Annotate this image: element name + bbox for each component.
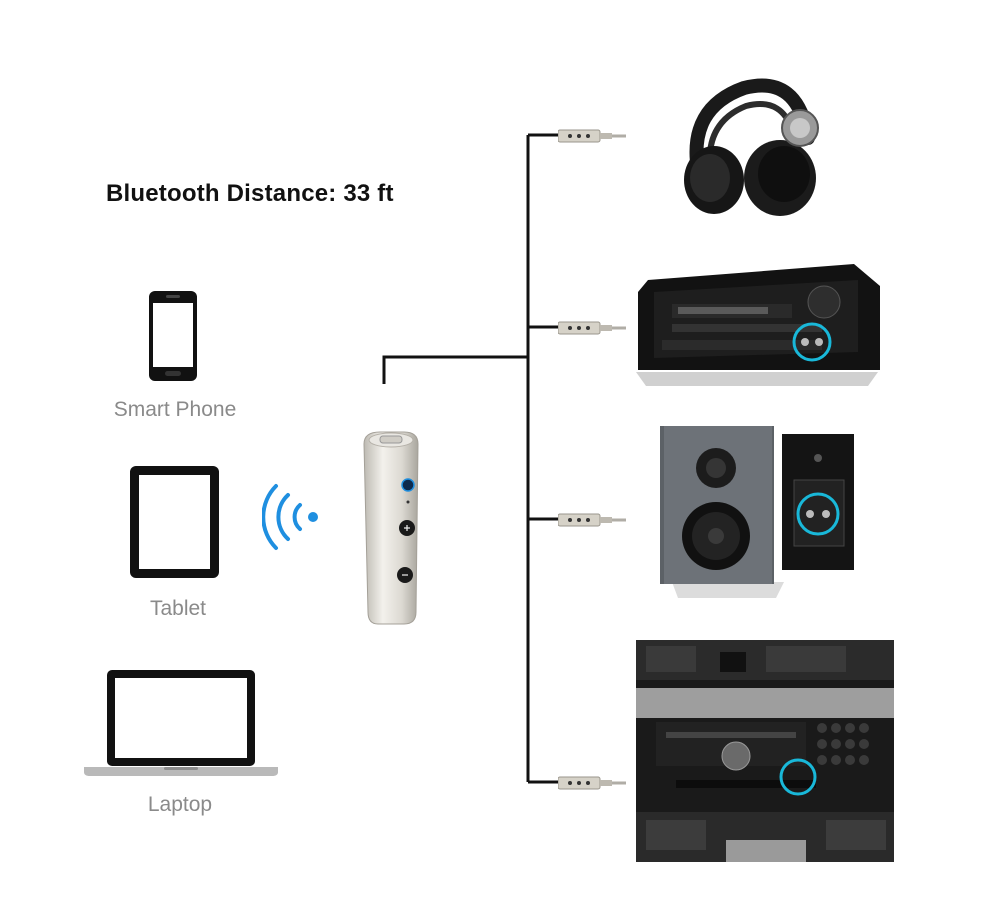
- source-label-smartphone: Smart Phone: [113, 398, 237, 421]
- car-dashboard-aux-icon: [636, 640, 894, 862]
- aux-plug-icon: [558, 128, 626, 144]
- bookshelf-speakers-icon: [658, 422, 858, 604]
- laptop-icon: [82, 668, 280, 778]
- smartphone-icon: [148, 290, 198, 382]
- aux-plug-icon: [558, 320, 626, 336]
- headphones-icon: [680, 78, 820, 220]
- source-label-laptop: Laptop: [147, 793, 213, 816]
- bluetooth-receiver-icon: [360, 428, 422, 628]
- wireless-signal-icon: [262, 483, 324, 553]
- source-label-tablet: Tablet: [149, 597, 207, 620]
- page-title: Bluetooth Distance: 33 ft: [106, 180, 394, 207]
- tablet-icon: [129, 465, 220, 579]
- aux-plug-icon: [558, 775, 626, 791]
- av-receiver-icon: [632, 262, 882, 390]
- aux-plug-icon: [558, 512, 626, 528]
